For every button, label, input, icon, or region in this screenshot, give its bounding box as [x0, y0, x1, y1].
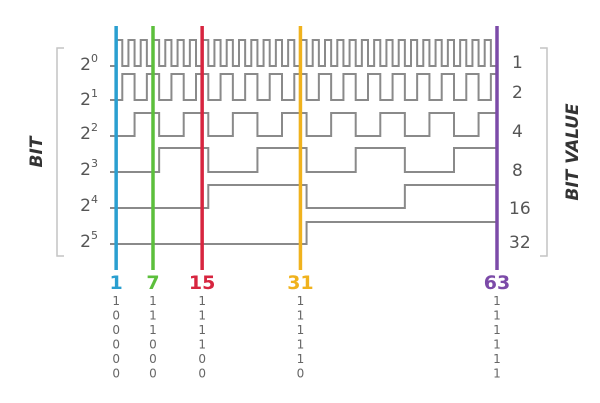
bit-label-exponent: 0 [91, 52, 98, 65]
right-bracket [540, 47, 548, 257]
binary-digit: 1 [297, 352, 305, 366]
binary-digit: 0 [149, 338, 157, 352]
binary-digit: 1 [198, 309, 206, 323]
binary-digit: 1 [493, 352, 501, 366]
binary-digit: 0 [149, 352, 157, 366]
binary-digit: 0 [112, 309, 120, 323]
binary-digit: 0 [112, 367, 120, 381]
binary-digit: 0 [198, 367, 206, 381]
binary-digit: 1 [198, 338, 206, 352]
bit-value-4: 4 [512, 122, 523, 142]
waveform-bit-1 [110, 73, 497, 101]
bit-value-1: 1 [512, 53, 523, 73]
binary-digit: 1 [198, 323, 206, 337]
binary-digit: 1 [493, 294, 501, 308]
marker-label-7: 7 [146, 272, 159, 294]
bit-label-base: 2 [80, 124, 91, 144]
binary-digit: 0 [112, 323, 120, 337]
bit-value-16: 16 [509, 199, 531, 219]
binary-digit: 0 [297, 367, 305, 381]
bit-label-group: 20 21 22 23 24 25 [80, 52, 98, 252]
binary-digit: 1 [149, 294, 157, 308]
binary-digit: 1 [297, 323, 305, 337]
bit-label-base: 2 [80, 196, 91, 216]
marker-label-1: 1 [110, 272, 123, 294]
bit-label-exponent: 1 [91, 87, 98, 100]
binary-digit: 1 [297, 294, 305, 308]
binary-digit: 1 [493, 309, 501, 323]
binary-digit: 0 [112, 338, 120, 352]
binary-digit: 0 [198, 352, 206, 366]
binary-digit: 1 [198, 294, 206, 308]
binary-digit: 1 [493, 323, 501, 337]
binary-digit: 0 [112, 352, 120, 366]
bit-label-exponent: 2 [91, 121, 98, 134]
bit-label-2-5: 25 [80, 229, 98, 252]
bit-label-base: 2 [80, 160, 91, 180]
bit-label-base: 2 [80, 90, 91, 110]
marker-label-31: 31 [287, 272, 313, 294]
bit-label-2-4: 24 [80, 193, 98, 216]
waveform-bit-0 [110, 39, 498, 67]
bit-label-exponent: 5 [91, 229, 98, 242]
binary-digit: 1 [297, 309, 305, 323]
waveform-bit-2 [110, 112, 497, 137]
bit-label-base: 2 [80, 55, 91, 75]
binary-digit: 1 [149, 323, 157, 337]
bit-value-group: 1 2 4 8 16 32 [509, 53, 531, 253]
waveform-bit-4 [110, 184, 497, 209]
waveform-bit-5 [110, 221, 497, 245]
bit-label-exponent: 3 [91, 157, 98, 170]
binary-digit: 1 [493, 338, 501, 352]
bit-label-2-0: 20 [80, 52, 98, 75]
marker-label-15: 15 [189, 272, 215, 294]
bit-value-8: 8 [512, 161, 523, 181]
bit-label-exponent: 4 [91, 193, 98, 206]
bit-label-2-1: 21 [80, 87, 98, 110]
binary-digit: 0 [149, 367, 157, 381]
marker-label-63: 63 [484, 272, 510, 294]
binary-digit: 1 [112, 294, 120, 308]
binary-digit: 1 [297, 338, 305, 352]
binary-digit: 1 [149, 309, 157, 323]
waveform-group [110, 39, 498, 245]
waveform-bit-3 [110, 147, 497, 173]
bit-label-base: 2 [80, 232, 91, 252]
bit-axis-label: BIT [27, 135, 47, 167]
bit-label-2-2: 22 [80, 121, 98, 144]
bit-value-axis-label: BIT VALUE [563, 103, 583, 201]
left-bracket [56, 47, 64, 257]
bit-value-2: 2 [512, 83, 523, 103]
bit-label-2-3: 23 [80, 157, 98, 180]
binary-digit: 1 [493, 367, 501, 381]
bit-value-32: 32 [509, 233, 531, 253]
